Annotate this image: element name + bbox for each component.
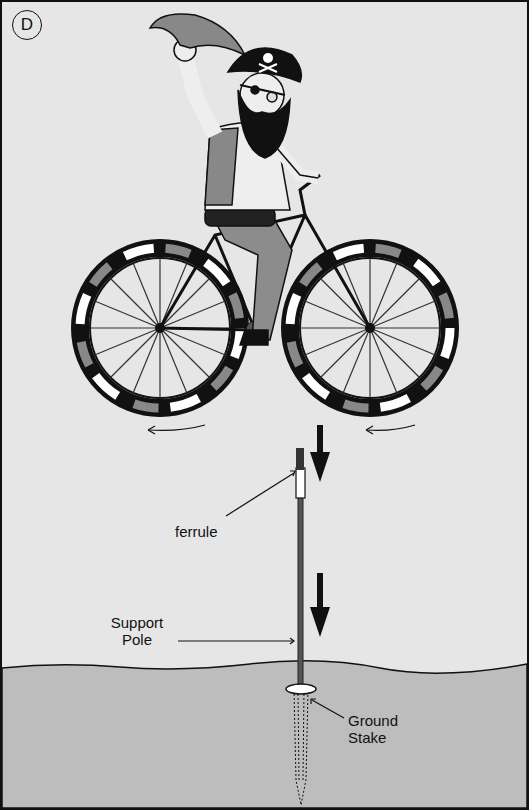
spoke <box>370 328 397 393</box>
panel-letter-circle: D <box>12 10 42 40</box>
spoke <box>370 327 440 328</box>
spoke <box>159 328 160 398</box>
bike-post <box>296 448 304 470</box>
spoke <box>95 328 160 355</box>
part-label: Ground Stake <box>348 712 418 747</box>
ground-stake <box>294 690 308 805</box>
spoke <box>160 328 209 377</box>
part-label: Support Pole <box>102 614 172 649</box>
spoke <box>321 328 370 377</box>
spoke <box>370 328 419 377</box>
ground <box>2 661 527 808</box>
down-arrows <box>310 425 330 637</box>
spoke <box>370 279 419 328</box>
part-label: ferrule <box>175 523 255 540</box>
spoke <box>133 263 160 328</box>
ferrule <box>296 468 305 498</box>
spoke <box>160 301 225 328</box>
spoke <box>300 327 370 328</box>
spoke <box>305 328 370 355</box>
spoke <box>111 328 160 377</box>
spoke <box>160 328 187 393</box>
spin-arrows <box>148 425 415 434</box>
pole-cap <box>286 684 316 694</box>
spoke <box>370 301 435 328</box>
panel-letter: D <box>21 15 33 35</box>
spoke <box>159 258 160 328</box>
spoke <box>111 279 160 328</box>
wheel <box>290 248 450 408</box>
pirate <box>150 14 318 345</box>
leader-lines <box>178 471 344 718</box>
spoke <box>369 328 370 398</box>
support-pole <box>298 470 303 690</box>
spoke <box>369 258 370 328</box>
spoke <box>90 327 160 328</box>
